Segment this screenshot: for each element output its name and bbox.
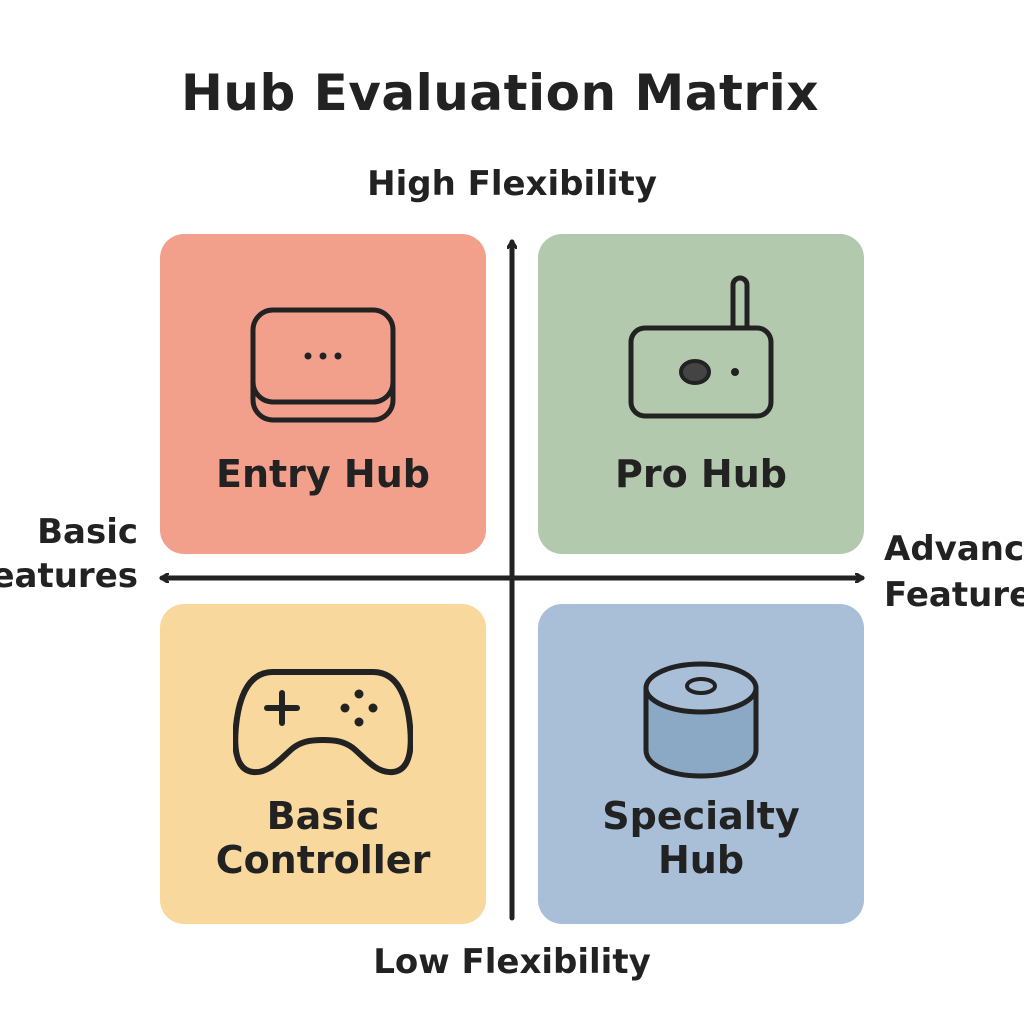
quadrant-label-line: Pro Hub xyxy=(615,452,787,496)
gamepad-icon xyxy=(160,662,486,782)
axis-label-left: Basic Features xyxy=(0,510,138,598)
cylinder-speaker-icon xyxy=(538,652,864,782)
quadrant-specialty-hub: Specialty Hub xyxy=(538,604,864,924)
quadrant-label: Entry Hub xyxy=(160,452,486,496)
antenna-hub-icon xyxy=(538,274,864,424)
quadrant-label-line: Controller xyxy=(215,838,431,882)
quadrant-entry-hub: Entry Hub xyxy=(160,234,486,554)
axis-label-right-line: Features xyxy=(884,575,1024,615)
axis-label-right: Advanced Features xyxy=(884,526,1024,618)
axis-label-top: High Flexibility xyxy=(367,164,657,204)
axis-label-left-line: Features xyxy=(0,556,138,596)
quadrant-label-line: Entry Hub xyxy=(216,452,430,496)
quadrant-label-line: Hub xyxy=(657,838,745,882)
quadrant-label: Specialty Hub xyxy=(538,794,864,882)
quadrant-basic-controller: Basic Controller xyxy=(160,604,486,924)
quadrant-label: Basic Controller xyxy=(160,794,486,882)
quadrant-label-line: Basic xyxy=(266,794,380,838)
quadrant-pro-hub: Pro Hub xyxy=(538,234,864,554)
quadrant-label-line: Specialty xyxy=(602,794,800,838)
axis-label-bottom: Low Flexibility xyxy=(373,942,651,982)
router-box-icon xyxy=(160,306,486,426)
axis-label-right-line: Advanced xyxy=(884,529,1024,569)
axis-label-left-line: Basic xyxy=(37,512,138,552)
quadrant-label: Pro Hub xyxy=(538,452,864,496)
page-title: Hub Evaluation Matrix xyxy=(181,64,819,122)
